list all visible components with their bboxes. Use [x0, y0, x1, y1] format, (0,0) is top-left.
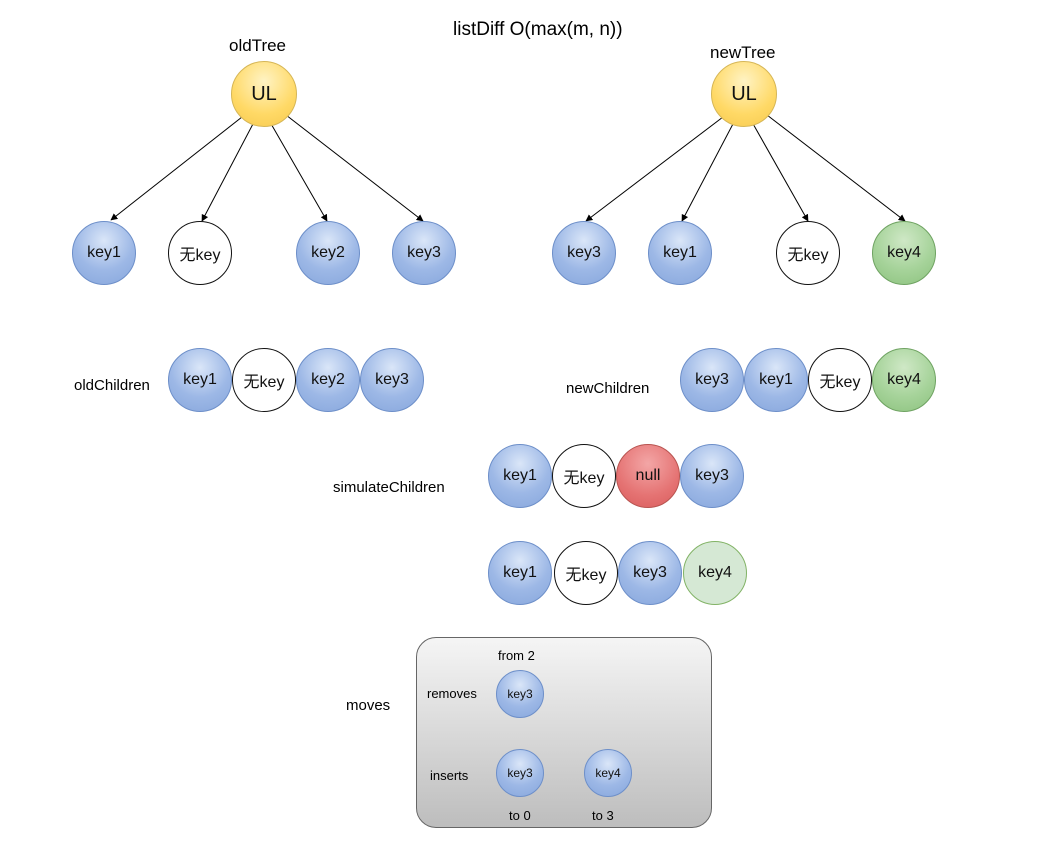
old-tree-child-node: key1 — [72, 221, 136, 285]
result-children-node: 无key — [554, 541, 618, 605]
new-children-node: key3 — [680, 348, 744, 412]
moves-insert-to-label: to 3 — [592, 808, 614, 823]
edge-new-root-key1 — [681, 121, 735, 222]
new-children-node: 无key — [808, 348, 872, 412]
moves-panel — [416, 637, 712, 828]
old-tree-root-node: UL — [231, 61, 297, 127]
new-children-node: key4 — [872, 348, 936, 412]
new-tree-child-node: key4 — [872, 221, 936, 285]
moves-inserted-node: key3 — [496, 749, 544, 797]
old-children-node: 无key — [232, 348, 296, 412]
old-tree-child-node: key2 — [296, 221, 360, 285]
result-children-inserted-node: key4 — [683, 541, 747, 605]
edge-old-root-key2 — [269, 121, 328, 222]
moves-removes-label: removes — [427, 686, 477, 701]
moves-inserts-label: inserts — [430, 768, 469, 783]
new-children-label: newChildren — [566, 380, 650, 397]
moves-removed-node: key3 — [496, 670, 544, 718]
simulate-children-node: key1 — [488, 444, 552, 508]
simulate-children-label: simulateChildren — [333, 479, 445, 496]
result-children-node: key3 — [618, 541, 682, 605]
new-tree-child-node: key3 — [552, 221, 616, 285]
edge-new-root-unkeyed — [751, 121, 809, 222]
edge-old-root-key3 — [285, 114, 424, 222]
new-tree-child-node: key1 — [648, 221, 712, 285]
new-tree-child-node: 无key — [776, 221, 840, 285]
old-tree-child-node: key3 — [392, 221, 456, 285]
old-children-node: key3 — [360, 348, 424, 412]
old-tree-child-node: 无key — [168, 221, 232, 285]
edge-new-root-key4 — [766, 114, 906, 222]
moves-insert-to-label: to 0 — [509, 808, 531, 823]
simulate-children-node: key3 — [680, 444, 744, 508]
result-children-node: key1 — [488, 541, 552, 605]
old-children-node: key2 — [296, 348, 360, 412]
edge-old-root-key1 — [110, 116, 243, 221]
old-tree-label: oldTree — [229, 36, 287, 55]
edge-old-root-unkeyed — [201, 121, 255, 222]
edge-new-root-key3 — [585, 116, 724, 222]
simulate-children-node: 无key — [552, 444, 616, 508]
moves-label: moves — [346, 697, 391, 714]
moves-remove-from-label: from 2 — [498, 648, 535, 663]
new-tree-root-node: UL — [711, 61, 777, 127]
new-children-node: key1 — [744, 348, 808, 412]
old-children-node: key1 — [168, 348, 232, 412]
old-children-label: oldChildren — [74, 377, 150, 394]
new-tree-label: newTree — [710, 43, 776, 62]
moves-inserted-node: key4 — [584, 749, 632, 797]
diagram-title: listDiff O(max(m, n)) — [453, 19, 623, 40]
simulate-children-null-node: null — [616, 444, 680, 508]
